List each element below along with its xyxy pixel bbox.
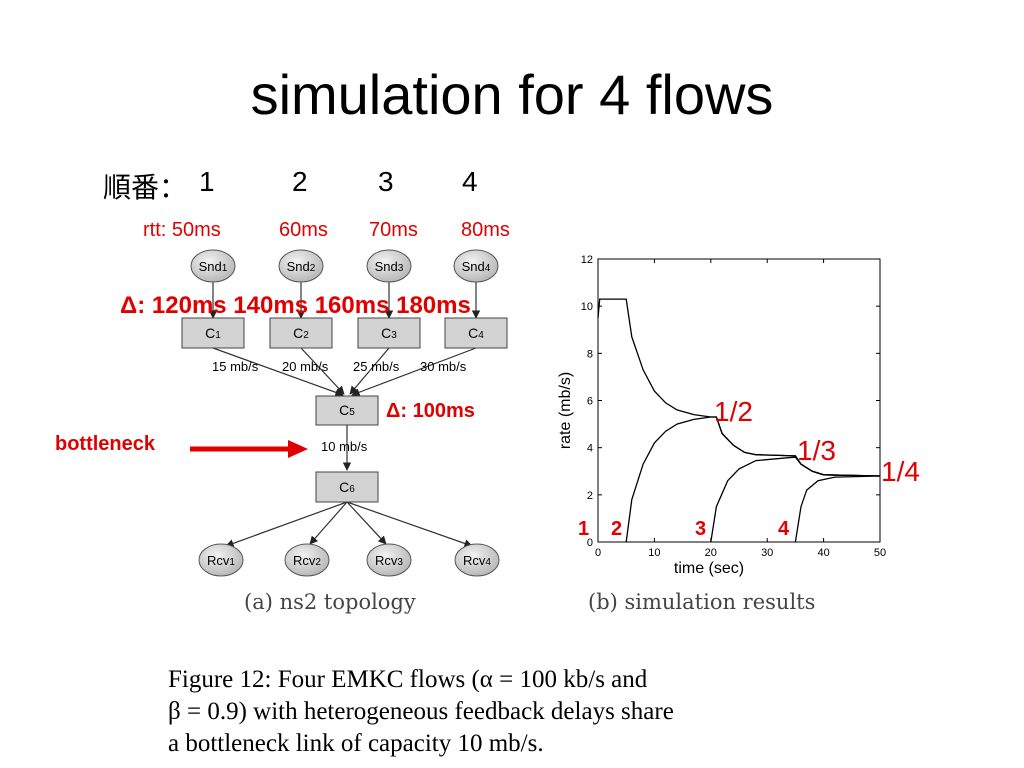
sender-node-2: Snd2: [278, 249, 324, 283]
svg-text:Snd2: Snd2: [287, 259, 316, 274]
svg-text:C2: C2: [293, 325, 309, 341]
rtt-flow-2: 60ms: [279, 219, 328, 241]
sender-node-1: Snd1: [190, 249, 236, 283]
edge-rate-2: 20 mb/s: [282, 359, 329, 374]
figure-caption-line-1: Figure 12: Four EMKC flows (α = 100 kb/s…: [168, 666, 648, 693]
topology-caption: (a) ns2 topology: [244, 590, 416, 614]
delta-sender-delays: Δ: 120ms 140ms 160ms 180ms: [120, 292, 471, 319]
svg-text:Rcv3: Rcv3: [375, 553, 403, 568]
series-line-flow-2: [625, 416, 881, 543]
receiver-node-2: Rcv2: [284, 543, 330, 577]
figure-caption-line-2: β = 0.9) with heterogeneous feedback del…: [168, 698, 674, 725]
rtt-flow-4: 80ms: [461, 219, 510, 241]
order-number-4: 4: [462, 166, 478, 197]
chart-series: [597, 298, 881, 543]
y-tick-label: 0: [587, 537, 593, 549]
svg-text:Rcv2: Rcv2: [293, 553, 321, 568]
x-tick-label: 10: [648, 547, 660, 559]
svg-text:Snd3: Snd3: [375, 259, 404, 274]
order-number-1: 1: [199, 166, 215, 197]
ratio-label-third: 1/3: [797, 435, 836, 466]
ratio-label-quarter: 1/4: [881, 456, 920, 487]
x-tick-label: 30: [761, 547, 773, 559]
chart-x-label: time (sec): [674, 560, 744, 577]
svg-text:Snd4: Snd4: [462, 259, 491, 274]
sender-node-4: Snd4: [453, 249, 499, 283]
chart-caption: (b) simulation results: [588, 590, 816, 614]
x-tick-label: 50: [874, 547, 886, 559]
edge-node-c2: C2: [269, 317, 333, 349]
flow-start-2: 2: [611, 518, 623, 540]
receiver-links: [225, 501, 473, 548]
series-line-flow-4: [794, 475, 881, 543]
svg-text:C3: C3: [381, 325, 397, 341]
svg-text:Rcv4: Rcv4: [463, 553, 491, 568]
edge-rate-3: 25 mb/s: [353, 359, 400, 374]
sender-links: [208, 282, 481, 319]
flow-start-3: 3: [695, 518, 707, 540]
topology-diagram: Snd1 Snd2 Snd3 Snd4 C1 C2 C3 C4 15 mb/s …: [181, 249, 508, 577]
svg-text:Snd1: Snd1: [199, 259, 228, 274]
y-tick-label: 6: [587, 396, 593, 408]
core-node-c5: C5: [315, 395, 379, 426]
x-tick-label: 0: [595, 547, 601, 559]
y-tick-label: 8: [587, 348, 593, 360]
edge-rate-4: 30 mb/s: [420, 359, 467, 374]
bottleneck-label: bottleneck: [55, 433, 156, 455]
receiver-node-3: Rcv3: [366, 543, 412, 577]
core-node-c6: C6: [315, 471, 379, 503]
svg-text:C1: C1: [205, 325, 221, 341]
order-label: 順番：: [103, 171, 188, 204]
order-number-2: 2: [292, 166, 308, 197]
x-tick-label: 40: [817, 547, 829, 559]
edge-rate-1: 15 mb/s: [212, 359, 259, 374]
chart-y-label: rate (mb/s): [557, 372, 574, 449]
bottleneck-rate: 10 mb/s: [321, 439, 368, 454]
y-tick-label: 2: [587, 490, 593, 502]
x-tick-label: 20: [705, 547, 717, 559]
y-tick-label: 10: [581, 301, 593, 313]
delta-core-delay: Δ: 100ms: [386, 400, 475, 422]
svg-text:C6: C6: [339, 479, 355, 495]
rtt-flow-3: 70ms: [369, 219, 418, 241]
flow-start-1: 1: [578, 518, 590, 540]
y-tick-label: 12: [581, 254, 593, 266]
svg-text:C4: C4: [468, 325, 484, 341]
series-line-flow-3: [710, 456, 881, 543]
order-number-3: 3: [378, 166, 394, 197]
receiver-node-1: Rcv1: [198, 543, 244, 577]
svg-text:Rcv1: Rcv1: [207, 553, 235, 568]
figure-caption-line-3: a bottleneck link of capacity 10 mb/s.: [168, 730, 544, 757]
flow-start-4: 4: [778, 518, 790, 540]
edge-links: [212, 347, 477, 397]
edge-node-c1: C1: [181, 317, 245, 349]
rtt-flow-1: rtt: 50ms: [143, 219, 221, 241]
slide-title: simulation for 4 flows: [250, 63, 774, 126]
bottleneck-arrow: [190, 440, 308, 458]
svg-text:C5: C5: [339, 402, 355, 418]
sender-node-3: Snd3: [366, 249, 412, 283]
figure-caption: Figure 12: Four EMKC flows (α = 100 kb/s…: [168, 664, 908, 760]
ratio-label-half: 1/2: [714, 396, 753, 427]
edge-node-c3: C3: [357, 317, 421, 349]
y-tick-label: 4: [587, 443, 593, 455]
edge-node-c4: C4: [444, 317, 508, 349]
receiver-node-4: Rcv4: [454, 543, 500, 577]
